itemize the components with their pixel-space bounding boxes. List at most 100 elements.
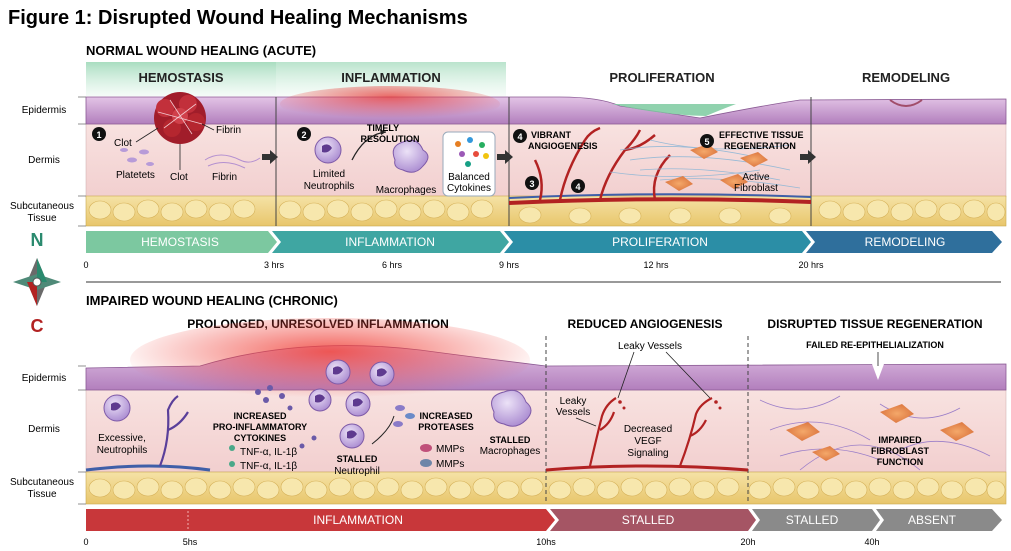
chronic-timeline-label-stalled-1: STALLED <box>622 513 675 527</box>
label-clot-2: Clot <box>170 172 188 183</box>
label-pro-inflammatory: PRO-INFLAMMATORY <box>213 422 307 432</box>
chronic-tick-0: 0 <box>83 537 88 547</box>
active-fibroblasts <box>665 144 768 191</box>
acute-dermis <box>85 123 1007 198</box>
chronic-skin-cross-section <box>85 318 1007 505</box>
label-stalled-neutrophil-1: STALLED <box>337 454 378 464</box>
badge-3-text: 3 <box>529 179 534 189</box>
acute-skin-cross-section <box>85 86 1007 227</box>
acute-phase-header-hemostasis: HEMOSTASIS <box>139 70 224 85</box>
label-regeneration: REGENERATION <box>724 141 796 151</box>
clot-leader-lines <box>135 123 215 170</box>
pro-inflammatory-cytokine-dots <box>229 385 317 467</box>
chronic-timeline-bar: INFLAMMATION STALLED STALLED ABSENT <box>86 509 1002 531</box>
label-effective-tissue: EFFECTIVE TISSUE <box>719 130 804 140</box>
leak-droplets <box>618 400 722 410</box>
epidermis-gap <box>872 364 884 380</box>
badge-5-text: 5 <box>704 137 709 147</box>
acute-timeline-label-remodeling: REMODELING <box>865 235 946 249</box>
label-neutrophils: Neutrophils <box>304 181 355 192</box>
acute-layer-dermis: Dermis <box>28 155 60 166</box>
acute-timeline-label-inflammation: INFLAMMATION <box>345 235 435 249</box>
label-active: Active <box>742 172 770 183</box>
acute-timeline-bar: HEMOSTASIS INFLAMMATION PROLIFERATION RE… <box>86 231 1002 253</box>
chronic-tick-5: 5hs <box>183 537 198 547</box>
new-epithelium <box>612 104 736 116</box>
acute-phase-header-inflammation: INFLAMMATION <box>341 70 440 85</box>
label-resolution: RESOLUTION <box>360 134 419 144</box>
stalled-macrophage <box>491 389 532 427</box>
chronic-artery <box>545 464 749 472</box>
compass-center <box>32 277 42 287</box>
acute-transition-arrows <box>262 150 816 164</box>
label-fibroblast: Fibroblast <box>734 183 778 194</box>
compass-south: C <box>31 316 44 336</box>
clot-cluster <box>154 92 206 144</box>
chronic-tick-40: 40h <box>864 537 879 547</box>
badge-1-text: 1 <box>96 130 101 140</box>
badge-2 <box>297 127 311 141</box>
label-platelets: Platetets <box>116 170 155 181</box>
acute-timeline-segment-remodeling <box>806 231 1002 253</box>
label-leaky-vessels-top: Leaky Vessels <box>618 341 682 352</box>
label-mmps-2: MMPs <box>436 459 464 470</box>
neutrophil-nucleus <box>322 144 332 153</box>
badge-4a-text: 4 <box>517 132 522 142</box>
mmp-proteases <box>393 405 432 467</box>
label-leaky: Leaky <box>560 396 587 407</box>
acute-timeline-label-hemostasis: HEMOSTASIS <box>141 235 219 249</box>
chronic-timeline-segment-stalled-2 <box>752 509 880 531</box>
vibrant-angiogenesis-vessels <box>533 126 671 201</box>
acute-phase-header-proliferation: PROLIFERATION <box>609 70 714 85</box>
label-limited: Limited <box>313 169 345 180</box>
label-cytokines-chronic: CYTOKINES <box>234 433 286 443</box>
label-mmps-1: MMPs <box>436 444 464 455</box>
chronic-fat-cells <box>88 477 1006 500</box>
label-excessive-neutrophils: Neutrophils <box>97 445 148 456</box>
acute-epidermis <box>85 96 1007 125</box>
compass-north-half <box>37 258 47 282</box>
fibrin-strands <box>204 154 261 169</box>
chronic-layer-ticks <box>78 365 86 505</box>
compass-rose: N C <box>13 230 61 336</box>
badge-4b-text: 4 <box>575 182 580 192</box>
impaired-fibroblasts <box>786 404 974 461</box>
acute-title: NORMAL WOUND HEALING (ACUTE) <box>86 43 316 58</box>
label-increased-2: INCREASED <box>419 411 473 421</box>
figure-title: Figure 1: Disrupted Wound Healing Mechan… <box>8 7 468 29</box>
label-failed-reepithelialization: FAILED RE-EPITHELIALIZATION <box>806 340 944 350</box>
label-balanced: Balanced <box>448 172 490 183</box>
chronic-timeline-label-stalled-2: STALLED <box>786 513 839 527</box>
label-impaired-function: FUNCTION <box>877 457 924 467</box>
label-stalled-macrophages-2: Macrophages <box>480 446 541 457</box>
label-signaling: Signaling <box>627 448 668 459</box>
compass-south-half <box>27 282 37 306</box>
acute-timeline-label-proliferation: PROLIFERATION <box>612 235 708 249</box>
label-macrophages: Macrophages <box>376 185 437 196</box>
chronic-timeline-segment-inflammation <box>86 509 555 531</box>
label-fibrin-2: Fibrin <box>212 172 237 183</box>
chronic-timeline-segment-stalled-1 <box>550 509 756 531</box>
acute-timeline-segment-hemostasis <box>86 231 277 253</box>
acute-tick-9: 9 hrs <box>499 260 520 270</box>
remodeling-scar <box>889 99 923 107</box>
badge-3 <box>525 176 539 190</box>
platelets <box>120 148 154 166</box>
neutrophil-vessel-branches <box>158 395 189 467</box>
chronic-tick-10: 10hs <box>536 537 556 547</box>
chronic-tick-20: 20h <box>740 537 755 547</box>
label-proteases: PROTEASES <box>418 422 474 432</box>
acute-timeline-segment-proliferation <box>504 231 811 253</box>
macrophage <box>392 139 429 173</box>
label-impaired: IMPAIRED <box>878 435 922 445</box>
acute-tick-12: 12 hrs <box>643 260 669 270</box>
acute-inflammation-glow <box>280 86 500 122</box>
cytokine-dots <box>455 137 489 167</box>
label-fibrin-1: Fibrin <box>216 125 241 136</box>
leaky-vessels <box>588 397 713 467</box>
chronic-timeline-ticks: 0 5hs 10hs 20h 40h <box>83 537 879 547</box>
label-vibrant: VIBRANT <box>531 130 572 140</box>
label-vegf: VEGF <box>634 436 661 447</box>
chronic-header-angiogenesis: REDUCED ANGIOGENESIS <box>568 317 723 331</box>
